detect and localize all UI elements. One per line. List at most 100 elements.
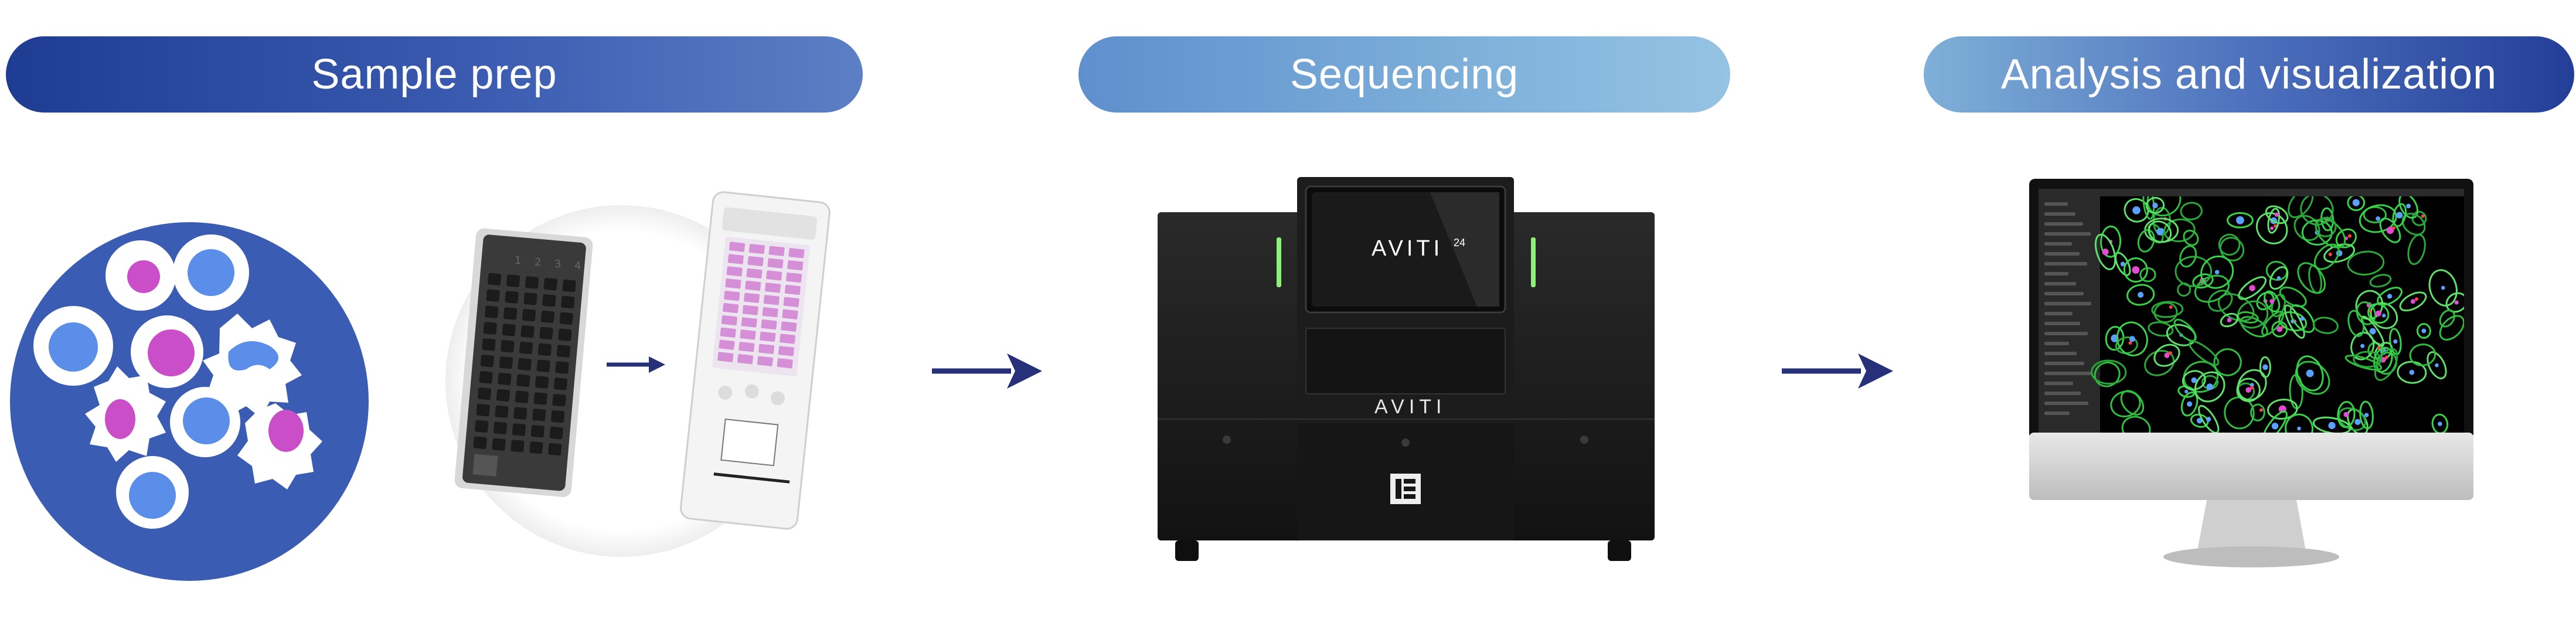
well	[788, 248, 805, 259]
well	[503, 307, 518, 320]
well	[525, 276, 539, 289]
cell-outline	[2148, 220, 2172, 243]
cell-outline	[2091, 359, 2127, 385]
well	[723, 302, 739, 314]
well	[523, 293, 537, 305]
cell-outline	[2267, 208, 2280, 234]
cell-marker	[2227, 318, 2232, 322]
svg-text:4: 4	[574, 260, 581, 272]
cell-outline	[2144, 349, 2175, 376]
cell-marker	[2186, 401, 2193, 407]
nucleus	[105, 399, 135, 439]
well	[499, 356, 513, 369]
cell-marker	[2354, 419, 2361, 426]
sidebar-row	[2044, 382, 2073, 385]
nucleus	[183, 397, 230, 444]
cell-population-disc	[10, 222, 369, 581]
cell-outline	[2427, 351, 2447, 380]
step-label: Sample prep	[311, 51, 557, 98]
well	[778, 346, 794, 356]
cell-marker	[2438, 421, 2442, 426]
cell-outline	[2198, 404, 2220, 433]
svg-text:AVITI: AVITI	[1374, 396, 1447, 418]
sidebar-row	[2044, 292, 2084, 295]
svg-text:24: 24	[1454, 237, 1465, 249]
cell-outline	[2146, 196, 2182, 217]
well	[748, 244, 765, 254]
cell-outline	[2100, 225, 2122, 258]
well	[533, 392, 547, 405]
well	[746, 268, 763, 279]
cell-marker	[2414, 297, 2418, 301]
svg-text:AVITI: AVITI	[1372, 236, 1443, 261]
cell-marker	[2156, 228, 2164, 236]
cell-marker	[2435, 363, 2439, 368]
arrow-to-analysis	[1782, 353, 1893, 389]
well	[737, 354, 754, 365]
cell-outline	[2315, 217, 2337, 237]
well	[739, 342, 755, 352]
well	[745, 280, 761, 291]
well	[512, 423, 526, 436]
cell-outline	[2220, 312, 2239, 328]
nucleus	[129, 472, 176, 519]
well	[766, 270, 782, 281]
cell-outline	[2121, 416, 2151, 433]
nucleus	[268, 410, 304, 452]
well	[518, 358, 532, 371]
cell-marker	[2382, 314, 2386, 318]
cell-marker	[2387, 294, 2393, 299]
well	[725, 278, 741, 289]
sidebar-row	[2044, 402, 2088, 405]
cell-outline	[2175, 256, 2213, 287]
cell-marker	[2384, 355, 2388, 359]
well	[516, 374, 530, 387]
cell-outline	[2411, 210, 2427, 226]
cell-marker	[2191, 377, 2197, 383]
well	[782, 309, 798, 319]
well	[483, 322, 497, 335]
well	[783, 297, 799, 307]
cell-outline	[2439, 315, 2464, 341]
cell-outline	[2269, 266, 2289, 290]
nucleus	[148, 329, 195, 376]
cell-marker	[2270, 226, 2274, 230]
lane-numbers: 1 2 3 4	[515, 254, 581, 272]
well	[761, 319, 777, 330]
well	[717, 352, 734, 362]
well	[552, 394, 566, 407]
analysis-monitor	[2029, 179, 2473, 567]
cell-outline	[2347, 250, 2385, 276]
well	[719, 339, 735, 350]
well	[741, 317, 757, 328]
well	[548, 443, 562, 456]
cell-marker	[2138, 291, 2144, 298]
well	[729, 242, 746, 252]
cell-marker	[2168, 351, 2172, 355]
cell-outline	[2288, 196, 2314, 219]
cell-outline	[2190, 413, 2209, 428]
cell-outline	[2392, 203, 2407, 227]
sidebar-row	[2044, 411, 2070, 415]
cell-outline	[2145, 197, 2165, 214]
svg-text:2: 2	[535, 256, 541, 268]
cell-marker	[2184, 389, 2189, 394]
cell-outline	[2347, 310, 2365, 337]
well	[542, 294, 556, 307]
cell-marker	[2421, 328, 2427, 334]
well	[562, 279, 576, 293]
cell-marker	[2235, 216, 2244, 225]
cell-outline	[2256, 291, 2275, 311]
cell-marker	[2328, 252, 2332, 256]
well	[553, 377, 568, 390]
cell-marker	[2421, 214, 2425, 218]
well	[786, 272, 802, 283]
well	[765, 283, 781, 293]
cell-outline	[2237, 311, 2259, 324]
sidebar-row	[2044, 322, 2080, 325]
cell-marker	[2269, 299, 2275, 304]
sidebar-row	[2044, 352, 2077, 355]
cell-outline	[2416, 323, 2431, 339]
